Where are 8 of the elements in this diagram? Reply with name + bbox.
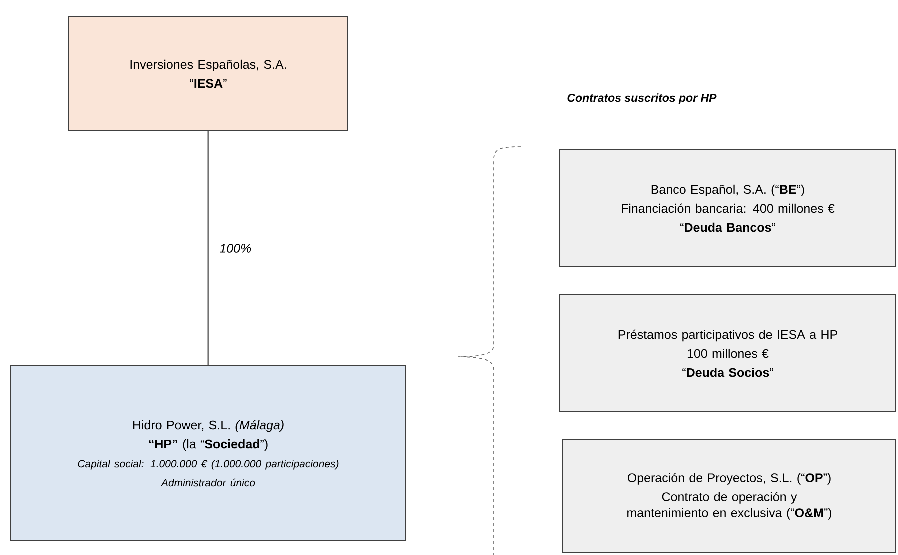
company-box: Inversiones Españolas, S.A. “IESA”: [68, 16, 348, 132]
company-box: Hidro Power, S.L. (Málaga) “HP” (la “Sociedad”) Capital social: 1.000.000 € (1.000.000 participaciones) Administrador único: [10, 366, 406, 542]
contract-box: Préstamos participativos de IESA a HP 100 millones € “Deuda Socios”: [560, 294, 896, 412]
contract-box: Banco Español, S.A. (“BE”) Financiación bancaria: 400 millones € “Deuda Bancos”: [560, 150, 896, 268]
connector-line: [208, 132, 210, 366]
contract-box: Operación de Proyectos, S.L. (“OP”) Contrato de operación y mantenimiento en exclusiva (“O&M”): [562, 440, 896, 554]
section-heading: Contratos suscritos por HP: [568, 94, 717, 104]
edge-label: 100%: [218, 243, 253, 254]
